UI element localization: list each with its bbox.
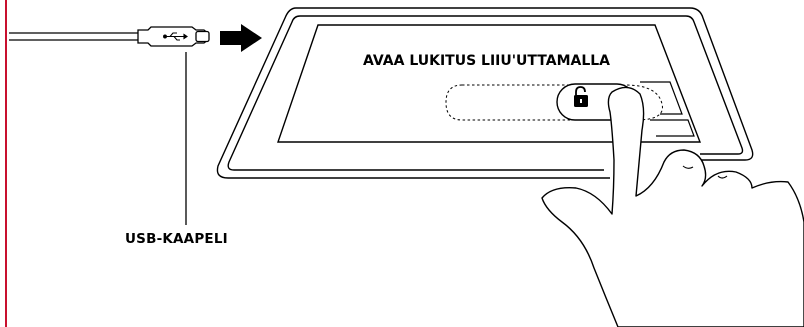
usb-cable — [9, 32, 138, 41]
unlocked-padlock-icon — [574, 86, 588, 107]
tablet-outer-frame — [216, 7, 754, 179]
tablet-display — [277, 24, 702, 143]
unlock-instruction-text: AVAA LUKITUS LIIU'UTTAMALLA — [363, 53, 610, 69]
unlock-slider-track[interactable] — [445, 81, 695, 137]
hand-illustration — [541, 86, 804, 327]
tablet-inner-bezel — [227, 15, 744, 171]
left-margin-rule — [0, 0, 7, 327]
usb-icon — [163, 32, 188, 41]
tablet-device — [216, 7, 754, 179]
arrow-right-icon — [220, 24, 262, 52]
usb-cable-label: USB-KAAPELI — [125, 231, 228, 247]
